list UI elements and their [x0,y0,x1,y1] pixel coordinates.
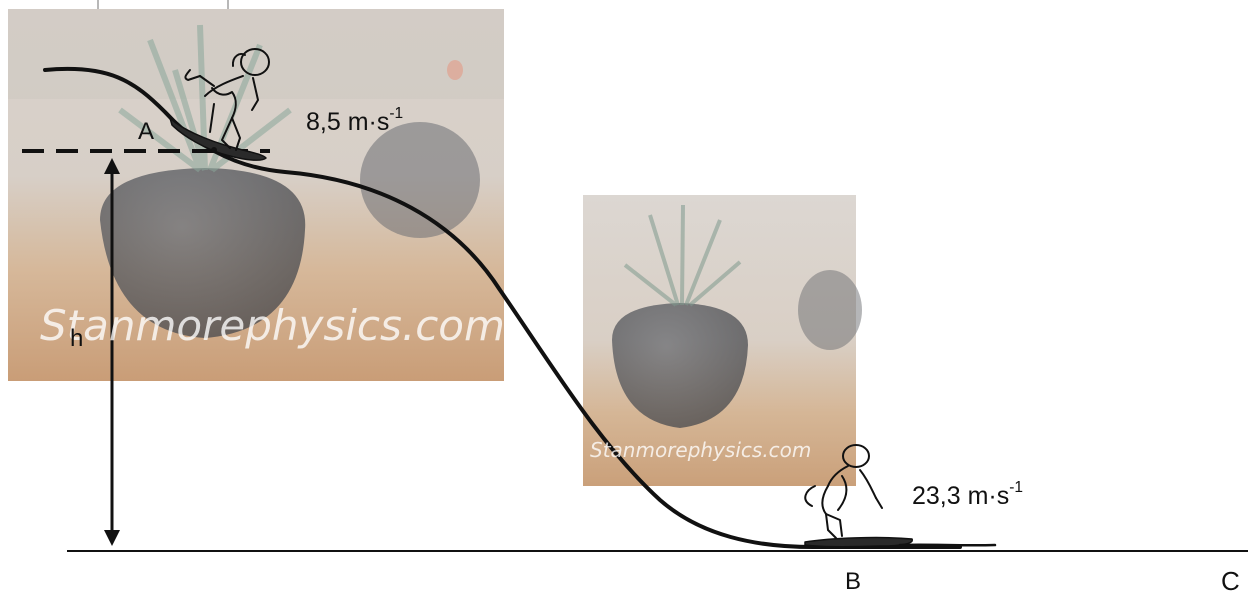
label-speed-a: 8,5 m·s-1 [306,106,403,136]
watermark-large: Stanmorephysics.com [40,301,505,350]
skateboarder-b-icon [804,444,997,548]
pot-icon-small [612,303,748,428]
height-arrow-head-up [104,158,120,174]
label-point-b: B [845,568,862,595]
speed-b-exponent: -1 [1009,479,1024,497]
slope-curve [43,66,962,550]
pot-icon [100,168,306,338]
label-height: h [70,325,84,352]
speed-a-value: 8,5 m·s [306,108,390,136]
point-a-marker [211,147,217,153]
speed-b-value: 23,3 m·s [912,482,1010,510]
speed-a-exponent: -1 [389,105,404,123]
plant-icon-small [623,204,742,307]
label-point-a: A [138,118,155,145]
blurred-pot-back [360,122,480,238]
label-point-c: C [1221,566,1240,596]
background-photo-right [583,195,862,486]
height-arrow-head-down [104,530,120,546]
skateboarder-a-icon [169,48,270,161]
label-speed-b: 23,3 m·s-1 [912,480,1023,510]
watermark-small: Stanmorephysics.com [590,438,812,462]
